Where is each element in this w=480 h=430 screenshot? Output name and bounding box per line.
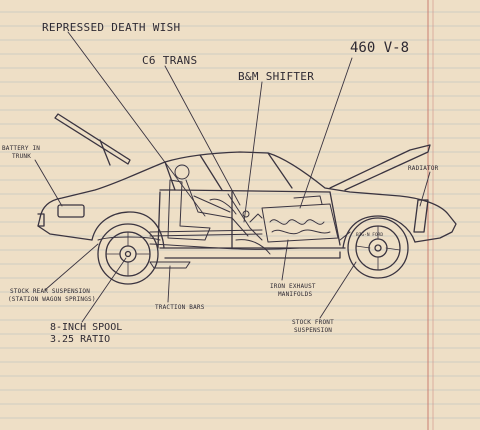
- label-traction-bars: TRACTION BARS: [155, 304, 205, 311]
- label-bm-shifter: B&M SHIFTER: [238, 70, 314, 83]
- leader-lines: [34, 31, 431, 323]
- label-c6-trans: C6 TRANS: [142, 54, 197, 67]
- label-front-susp-line1: STOCK FRONT: [292, 319, 334, 326]
- label-repressed-death-wish: REPRESSED DEATH WISH: [42, 21, 180, 34]
- label-battery-line1: BATTERY IN: [2, 145, 40, 152]
- label-front-susp-line2: SUSPENSION: [294, 327, 332, 334]
- car-body: [37, 113, 457, 259]
- rear-wheel: [97, 223, 159, 285]
- label-radiator: RADIATOR: [408, 165, 439, 172]
- interior: [167, 164, 271, 255]
- front-wheel: [347, 217, 409, 279]
- label-460-v8: 460 V-8: [350, 40, 409, 56]
- drivetrain: [149, 195, 339, 250]
- label-rear-suspension-line2: (STATION WAGON SPRINGS): [8, 296, 96, 303]
- label-battery-line2: TRUNK: [12, 153, 31, 160]
- driver-head: [174, 164, 190, 180]
- label-spool-line2: 3.25 RATIO: [50, 334, 110, 345]
- label-exhaust-line2: MANIFOLDS: [278, 291, 312, 298]
- label-exhaust-line1: IRON EXHAUST: [270, 283, 316, 290]
- label-rear-suspension-line1: STOCK REAR SUSPENSION: [10, 288, 90, 295]
- paper-rules: [0, 11, 480, 419]
- label-tire-brand: BIG-N FORD: [356, 232, 383, 238]
- suspension: [97, 231, 351, 269]
- label-spool-line1: 8-INCH SPOOL: [50, 322, 122, 333]
